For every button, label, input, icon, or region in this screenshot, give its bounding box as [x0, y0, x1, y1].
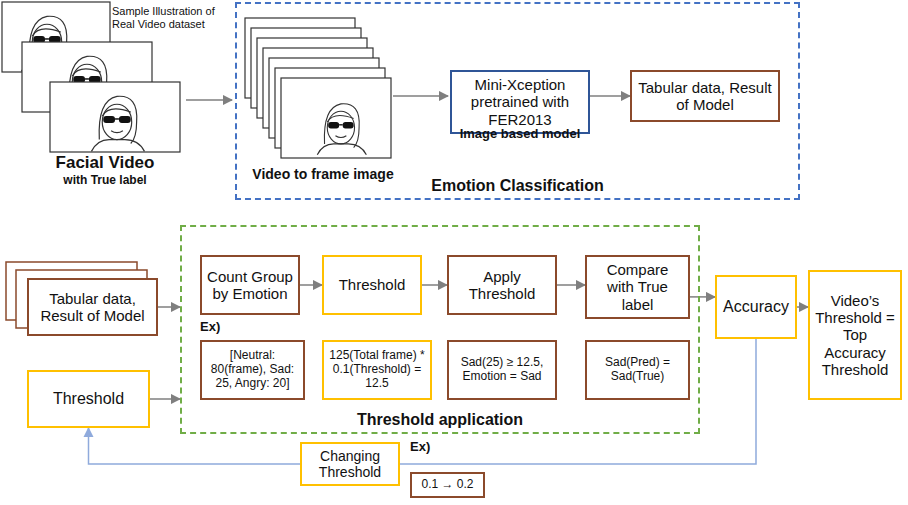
box-label: [Neutral: 80(frame), Sad: 25, Angry: 20]	[207, 349, 298, 390]
process-box: [Neutral: 80(frame), Sad: 25, Angry: 20]	[200, 340, 305, 400]
process-box: Video’s Threshold = Top Accuracy Thresho…	[808, 270, 902, 400]
box-label: Threshold	[53, 390, 124, 408]
box-label: Count Group by Emotion	[207, 268, 293, 303]
process-box: Changing Threshold	[300, 442, 400, 486]
process-box: Accuracy	[715, 275, 797, 339]
box-label: Threshold	[339, 276, 406, 293]
process-box: Apply Threshold	[447, 255, 557, 315]
caption-text: Facial Video	[20, 153, 190, 173]
box-label: Tabular data, Result of Model	[34, 290, 151, 325]
process-box: Mini-Xception pretrained with FER2013	[450, 70, 590, 134]
flow-arrow	[690, 296, 715, 298]
caption-text: with True label	[20, 174, 190, 188]
box-label: Compare with True label	[592, 261, 683, 313]
process-box: Tabular data, Result of Model	[630, 70, 780, 122]
box-label: Changing Threshold	[307, 448, 393, 480]
flow-arrow	[393, 95, 448, 97]
caption-text: Image based model	[440, 127, 600, 142]
box-label: Mini-Xception pretrained with FER2013	[457, 76, 583, 128]
flow-arrow	[186, 99, 232, 101]
caption-text: Ex)	[410, 440, 450, 455]
process-box: Compare with True label	[585, 255, 690, 319]
flow-arrow	[797, 306, 808, 308]
flow-arrow	[158, 306, 180, 308]
box-label: Accuracy	[723, 298, 789, 316]
box-label: Video’s Threshold = Top Accuracy Thresho…	[815, 292, 895, 378]
group-region: Threshold application Count Group by Emot…	[180, 225, 700, 434]
flow-arrow	[300, 284, 322, 286]
box-label: 125(Total frame) * 0.1(Threshold) = 12.5	[329, 349, 425, 390]
process-box: Count Group by Emotion	[200, 255, 300, 315]
box-label: Sad(Pred) = Sad(True)	[592, 356, 683, 384]
process-box: 125(Total frame) * 0.1(Threshold) = 12.5	[322, 340, 432, 400]
process-box: Sad(25) ≥ 12.5, Emotion = Sad	[447, 340, 557, 400]
flow-arrow	[590, 95, 630, 97]
caption-text: Video to frame image	[238, 166, 408, 182]
process-box: Tabular data, Result of Model	[27, 278, 158, 336]
process-box: Threshold	[322, 255, 422, 315]
box-label: Tabular data, Result of Model	[637, 79, 773, 114]
box-label: Sad(25) ≥ 12.5, Emotion = Sad	[454, 356, 550, 384]
flow-arrow	[422, 284, 447, 286]
caption-text: Ex)	[200, 320, 240, 335]
flow-arrow	[557, 284, 585, 286]
process-box: Threshold	[27, 370, 150, 428]
frame-stack	[245, 18, 391, 158]
box-label: Apply Threshold	[454, 268, 550, 303]
flow-arrow	[150, 398, 180, 400]
group-title: Threshold application	[182, 411, 698, 429]
box-label: 0.1 → 0.2	[421, 478, 473, 492]
feedback-line	[400, 339, 756, 464]
process-box: Sad(Pred) = Sad(True)	[585, 340, 690, 400]
process-box: 0.1 → 0.2	[410, 472, 485, 498]
caption-text: Sample Illustration of Real Video datase…	[112, 5, 234, 30]
